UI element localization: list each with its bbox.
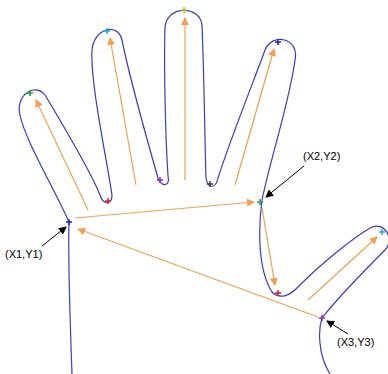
- key-points: [27, 7, 385, 321]
- orange-arrows: [36, 18, 377, 317]
- leader-arrows: [42, 166, 348, 334]
- hand-outline: [19, 10, 388, 374]
- coordinate-label: (X2,Y2): [302, 150, 341, 163]
- coordinate-label: (X1,Y1): [4, 248, 43, 261]
- coordinate-label: (X3,Y3): [336, 336, 375, 349]
